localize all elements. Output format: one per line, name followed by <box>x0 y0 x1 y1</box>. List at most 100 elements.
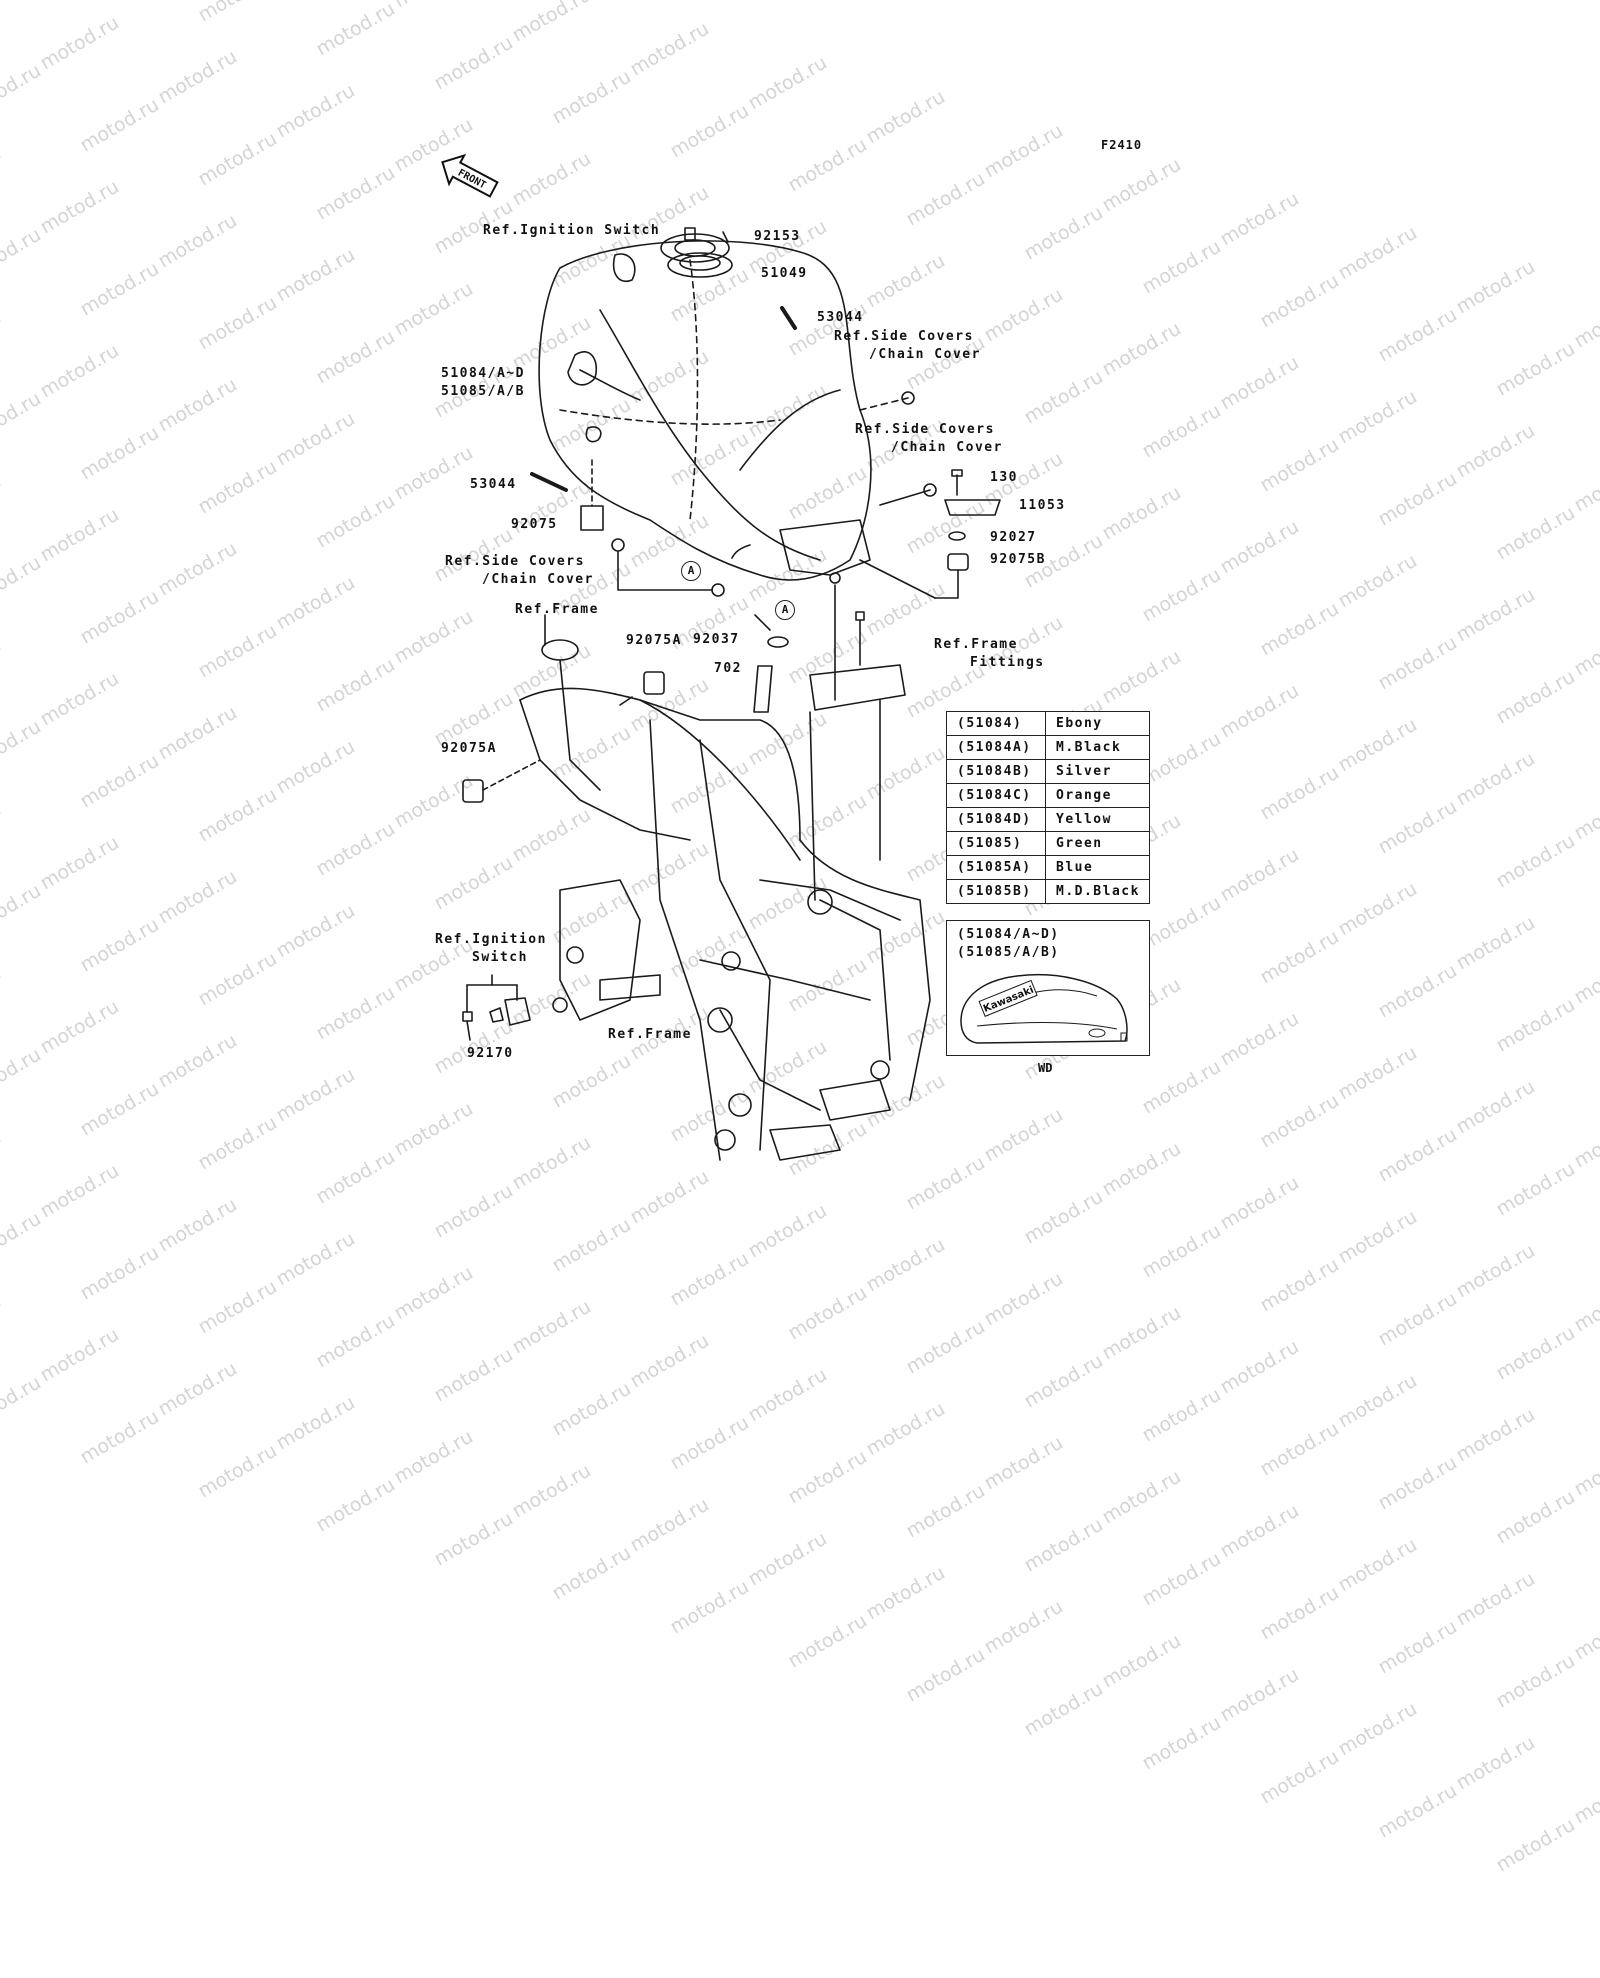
watermark-text: motod.ru <box>508 1295 595 1359</box>
watermark-text: motod.ru <box>548 1541 635 1605</box>
color-code-cell: (51084D) <box>946 807 1046 832</box>
watermark-text: motod.ru <box>1334 1533 1421 1597</box>
callout-92027: 92027 <box>990 530 1037 545</box>
watermark-text: motod.ru <box>626 1329 713 1393</box>
callout-11053: 11053 <box>1019 498 1066 513</box>
color-code-table: (51084)Ebony(51084A)M.Black(51084B)Silve… <box>946 711 1150 904</box>
callout-ref-ignition-switch-bottom-a: Ref.Ignition <box>435 932 547 947</box>
watermark-text: motod.ru <box>430 1343 517 1407</box>
watermark-text: motod.ru <box>1098 1465 1185 1529</box>
motorcycle-frame <box>519 639 931 1161</box>
watermark-text: motod.ru <box>390 1425 477 1489</box>
callout-ref-frame-top: Ref.Frame <box>515 602 599 617</box>
watermark-text: motod.ru <box>0 1289 5 1353</box>
color-table-row: (51085A)Blue <box>946 855 1150 880</box>
watermark-text: motod.ru <box>1570 1601 1600 1665</box>
color-table-row: (51085B)M.D.Black <box>946 879 1150 904</box>
watermark-text: motod.ru <box>1492 1649 1579 1713</box>
color-name-cell: Silver <box>1045 759 1150 784</box>
watermark-text: motod.ru <box>1334 1697 1421 1761</box>
watermark-text: motod.ru <box>194 1275 281 1339</box>
watermark-text: motod.ru <box>1492 1485 1579 1549</box>
color-name-cell: Green <box>1045 831 1150 856</box>
watermark-text: motod.ru <box>36 1323 123 1387</box>
color-table-row: (51084B)Silver <box>946 759 1150 784</box>
callout-ref-side-covers-2-b: /Chain Cover <box>891 440 1003 455</box>
color-code-cell: (51084A) <box>946 735 1046 760</box>
watermark-text: motod.ru <box>1138 1383 1225 1447</box>
watermark-text: motod.ru <box>548 1213 635 1277</box>
callout-ref-ignition-switch-bottom-b: Switch <box>472 950 528 965</box>
watermark-text: motod.ru <box>1334 1205 1421 1269</box>
variant-label: WD <box>1038 1061 1053 1075</box>
watermark-text: motod.ru <box>430 1507 517 1571</box>
watermark-text: motod.ru <box>1452 1731 1539 1795</box>
color-table-row: (51084)Ebony <box>946 711 1150 736</box>
callout-130: 130 <box>990 470 1018 485</box>
watermark-text: motod.ru <box>548 1377 635 1441</box>
color-code-cell: (51084B) <box>946 759 1046 784</box>
watermark-text: motod.ru <box>154 1357 241 1421</box>
watermark-text: motod.ru <box>1570 1273 1600 1337</box>
watermark-text: motod.ru <box>1570 1437 1600 1501</box>
watermark-text: motod.ru <box>272 1391 359 1455</box>
strip-53044-left <box>530 472 568 492</box>
watermark-text: motod.ru <box>1020 1513 1107 1577</box>
watermark-text: motod.ru <box>1256 1581 1343 1645</box>
callout-ref-side-covers-2-a: Ref.Side Covers <box>855 422 995 437</box>
callout-92037: 92037 <box>693 632 740 647</box>
callout-51085: 51085/A/B <box>441 384 525 399</box>
watermark-text: motod.ru <box>1374 1779 1461 1843</box>
watermark-text: motod.ru <box>744 1527 831 1591</box>
variant-line-2: (51085/A/B) <box>957 945 1060 960</box>
color-code-cell: (51085) <box>946 831 1046 856</box>
watermark-text: motod.ru <box>1452 1567 1539 1631</box>
watermark-text: motod.ru <box>1334 1369 1421 1433</box>
strip-53044-top <box>780 306 797 330</box>
watermark-text: motod.ru <box>76 1405 163 1469</box>
damper-92075 <box>580 505 604 531</box>
callout-ref-side-covers-3-a: Ref.Side Covers <box>445 554 585 569</box>
variant-line-1: (51084/A~D) <box>957 927 1060 942</box>
callout-702: 702 <box>714 661 742 676</box>
bracket-11053 <box>944 499 1001 516</box>
color-name-cell: Ebony <box>1045 711 1150 736</box>
clamp-92037 <box>767 636 789 648</box>
callout-ref-ignition-switch-top: Ref.Ignition Switch <box>483 223 661 238</box>
watermark-text: motod.ru <box>1492 1813 1579 1877</box>
callout-92075A-left: 92075A <box>441 741 497 756</box>
watermark-text: motod.ru <box>744 1363 831 1427</box>
watermark-text: motod.ru <box>666 1411 753 1475</box>
callout-ref-frame-fittings-b: Fittings <box>970 655 1045 670</box>
tank-filler-neck <box>667 252 733 278</box>
color-code-cell: (51085B) <box>946 879 1046 904</box>
callout-92075B: 92075B <box>990 552 1046 567</box>
callout-92170: 92170 <box>467 1046 514 1061</box>
watermark-text: motod.ru <box>902 1479 989 1543</box>
callout-ref-side-covers-1-b: /Chain Cover <box>869 347 981 362</box>
watermark-text: motod.ru <box>1256 1745 1343 1809</box>
washer-92027 <box>948 531 966 541</box>
callout-51084: 51084/A~D <box>441 366 525 381</box>
damper-92075B <box>947 553 969 571</box>
watermark-text: motod.ru <box>784 1281 871 1345</box>
color-code-cell: (51084) <box>946 711 1046 736</box>
watermark-text: motod.ru <box>666 1247 753 1311</box>
watermark-text: motod.ru <box>784 1609 871 1673</box>
watermark-text: motod.ru <box>980 1267 1067 1331</box>
watermark-text: motod.ru <box>862 1397 949 1461</box>
watermark-text: motod.ru <box>862 1233 949 1297</box>
watermark-text: motod.ru <box>1020 1677 1107 1741</box>
watermark-text: motod.ru <box>1492 1321 1579 1385</box>
watermark-text: motod.ru <box>902 1643 989 1707</box>
watermark-text: motod.ru <box>784 1445 871 1509</box>
callout-53044-top: 53044 <box>817 310 864 325</box>
watermark-text: motod.ru <box>312 1309 399 1373</box>
watermark-text: motod.ru <box>980 1431 1067 1495</box>
watermark-text: motod.ru <box>194 1439 281 1503</box>
color-name-cell: Yellow <box>1045 807 1150 832</box>
variant-box: (51084/A~D) (51085/A/B) Kawasaki <box>946 920 1150 1056</box>
tank-variant-illustration: Kawasaki <box>960 973 1128 1044</box>
color-code-cell: (51084C) <box>946 783 1046 808</box>
figure-code: F2410 <box>1101 138 1143 152</box>
